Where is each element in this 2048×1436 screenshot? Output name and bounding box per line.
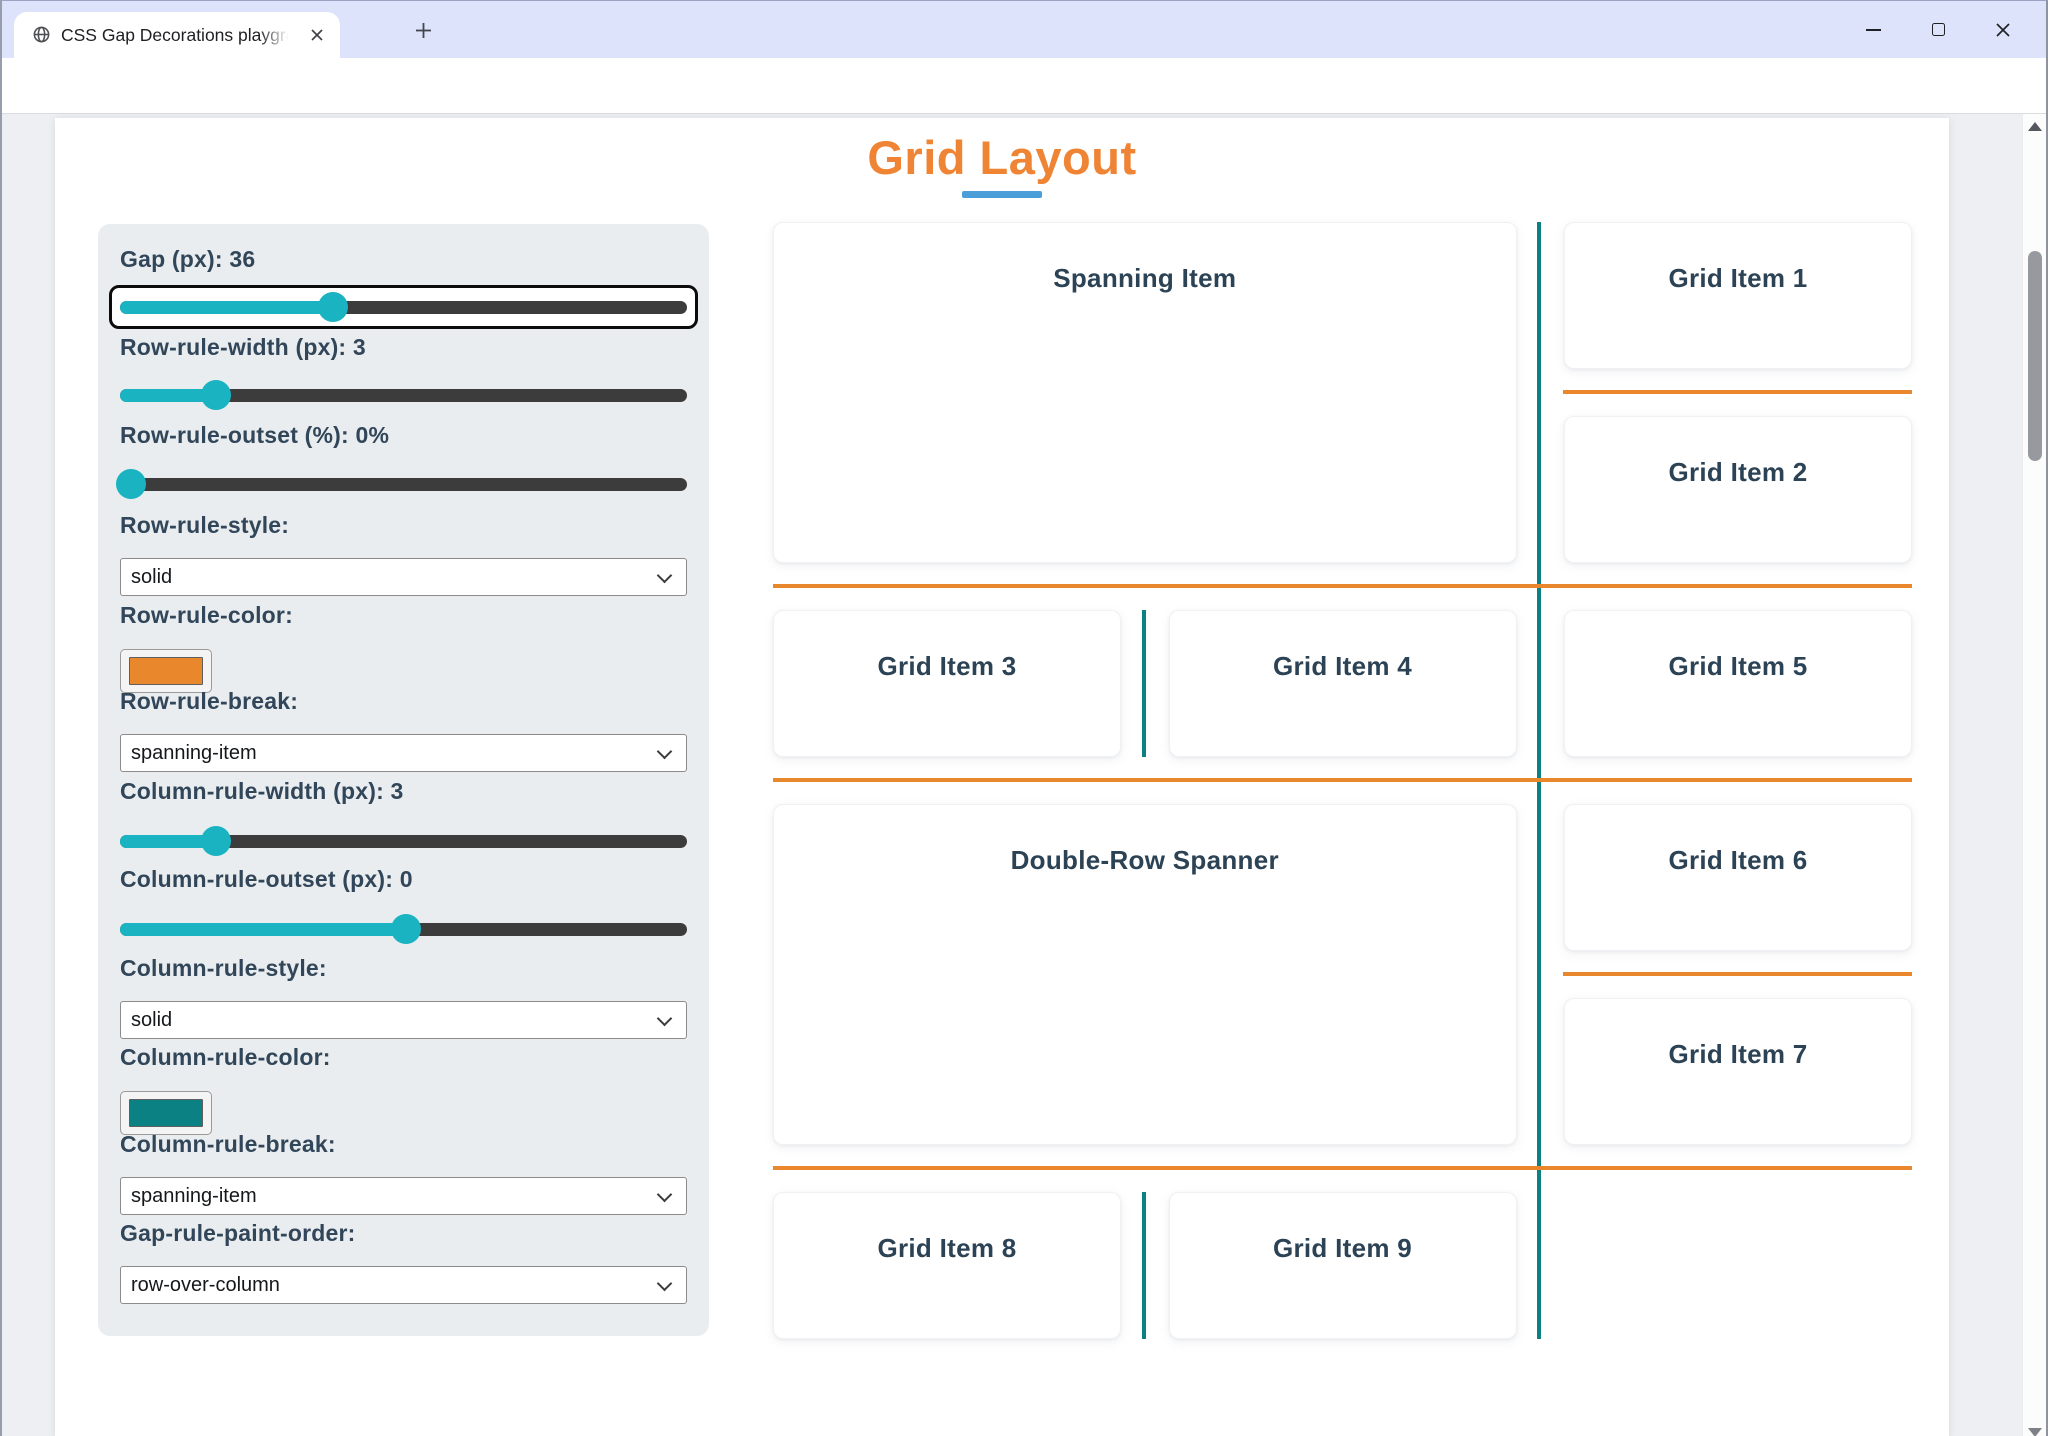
- row-rule-outset-label: Row-rule-outset (%): 0%: [120, 422, 390, 448]
- chevron-down-icon: [656, 743, 673, 760]
- grid-item-9: Grid Item 9: [1168, 1192, 1517, 1339]
- column-rule: [1142, 610, 1146, 757]
- slider-thumb[interactable]: [201, 826, 232, 856]
- slider-thumb[interactable]: [317, 292, 348, 322]
- browser-tab[interactable]: CSS Gap Decorations playgroun: [14, 12, 340, 58]
- globe-favicon-icon: [32, 25, 51, 44]
- browser-toolbar: microsoftedge.github.io/Demos/css-gap-de…: [2, 58, 2046, 162]
- chevron-down-icon: [656, 1275, 673, 1292]
- controls-panel: Gap (px): 36 Row-rule-width (px): 3 Row-…: [98, 224, 709, 1336]
- row-rule: [773, 778, 1912, 782]
- row-rule-color-label: Row-rule-color:: [120, 602, 293, 628]
- page-viewport: Grid Layout Gap (px): 36 Row-rule-width …: [2, 114, 2046, 1436]
- column-rule-width-slider[interactable]: [120, 826, 687, 856]
- color-swatch: [129, 657, 203, 685]
- chevron-down-icon: [656, 1010, 673, 1027]
- gap-rule-paint-order-label: Gap-rule-paint-order:: [120, 1220, 356, 1246]
- column-rule-style-select[interactable]: solid: [120, 1001, 687, 1039]
- grid-item-1: Grid Item 1: [1564, 222, 1912, 369]
- maximize-button[interactable]: [1915, 1, 1961, 58]
- gap-label: Gap (px): 36: [120, 246, 256, 272]
- row-rule: [773, 1166, 1912, 1170]
- grid-item-5: Grid Item 5: [1564, 610, 1912, 757]
- row-rule-style-label: Row-rule-style:: [120, 512, 290, 538]
- grid-item-4: Grid Item 4: [1168, 610, 1517, 757]
- row-rule-break-select[interactable]: spanning-item: [120, 734, 687, 772]
- column-rule-break-label: Column-rule-break:: [120, 1131, 336, 1157]
- row-rule: [773, 584, 1912, 588]
- grid-item-6: Grid Item 6: [1564, 804, 1912, 951]
- column-rule-style-label: Column-rule-style:: [120, 955, 327, 981]
- row-rule: [1563, 972, 1912, 976]
- gap-slider[interactable]: [109, 285, 698, 329]
- column-rule-color-picker[interactable]: [120, 1091, 212, 1135]
- slider-thumb[interactable]: [116, 469, 147, 499]
- tab-close-icon[interactable]: [307, 25, 327, 45]
- color-swatch: [129, 1099, 203, 1127]
- row-rule-style-select[interactable]: solid: [120, 558, 687, 596]
- gap-rule-paint-order-select[interactable]: row-over-column: [120, 1266, 687, 1304]
- column-rule: [1142, 1192, 1146, 1339]
- slider-thumb[interactable]: [391, 914, 422, 944]
- minimize-button[interactable]: [1850, 1, 1896, 58]
- tab-title-fade: [259, 23, 301, 49]
- grid-item-double-row-spanner: Double-Row Spanner: [773, 804, 1517, 1145]
- scrollbar-up-arrow[interactable]: [2028, 122, 2042, 131]
- grid-item-2: Grid Item 2: [1564, 416, 1912, 563]
- window-close-button[interactable]: [1980, 1, 2026, 58]
- grid-item-spanning: Spanning Item: [773, 222, 1517, 563]
- tab-strip: CSS Gap Decorations playgroun: [2, 1, 2046, 58]
- page-title: Grid Layout: [867, 131, 1137, 184]
- chevron-down-icon: [656, 567, 673, 584]
- column-rule-outset-slider[interactable]: [120, 914, 687, 944]
- tab-title: CSS Gap Decorations playgroun: [61, 25, 299, 45]
- title-underline: [962, 191, 1042, 198]
- scrollbar-thumb[interactable]: [2028, 251, 2042, 461]
- chevron-down-icon: [656, 1186, 673, 1203]
- row-rule-width-label: Row-rule-width (px): 3: [120, 334, 366, 360]
- new-tab-button[interactable]: [406, 13, 440, 47]
- row-rule-color-picker[interactable]: [120, 649, 212, 693]
- grid-item-7: Grid Item 7: [1564, 998, 1912, 1145]
- grid-item-3: Grid Item 3: [773, 610, 1121, 757]
- row-rule: [1563, 390, 1912, 394]
- page-container: Grid Layout Gap (px): 36 Row-rule-width …: [55, 118, 1949, 1436]
- row-rule-outset-slider[interactable]: [116, 469, 687, 499]
- column-rule-outset-label: Column-rule-outset (px): 0: [120, 866, 413, 892]
- scrollbar-down-arrow[interactable]: [2028, 1428, 2042, 1436]
- column-rule-break-select[interactable]: spanning-item: [120, 1177, 687, 1215]
- grid-demo: Spanning Item Grid Item 1 Grid Item 2 Gr…: [773, 222, 1912, 1339]
- row-rule-break-label: Row-rule-break:: [120, 688, 299, 714]
- grid-item-8: Grid Item 8: [773, 1192, 1121, 1339]
- column-rule-width-label: Column-rule-width (px): 3: [120, 778, 404, 804]
- column-rule-color-label: Column-rule-color:: [120, 1044, 331, 1070]
- slider-thumb[interactable]: [201, 380, 232, 410]
- row-rule-width-slider[interactable]: [120, 380, 687, 410]
